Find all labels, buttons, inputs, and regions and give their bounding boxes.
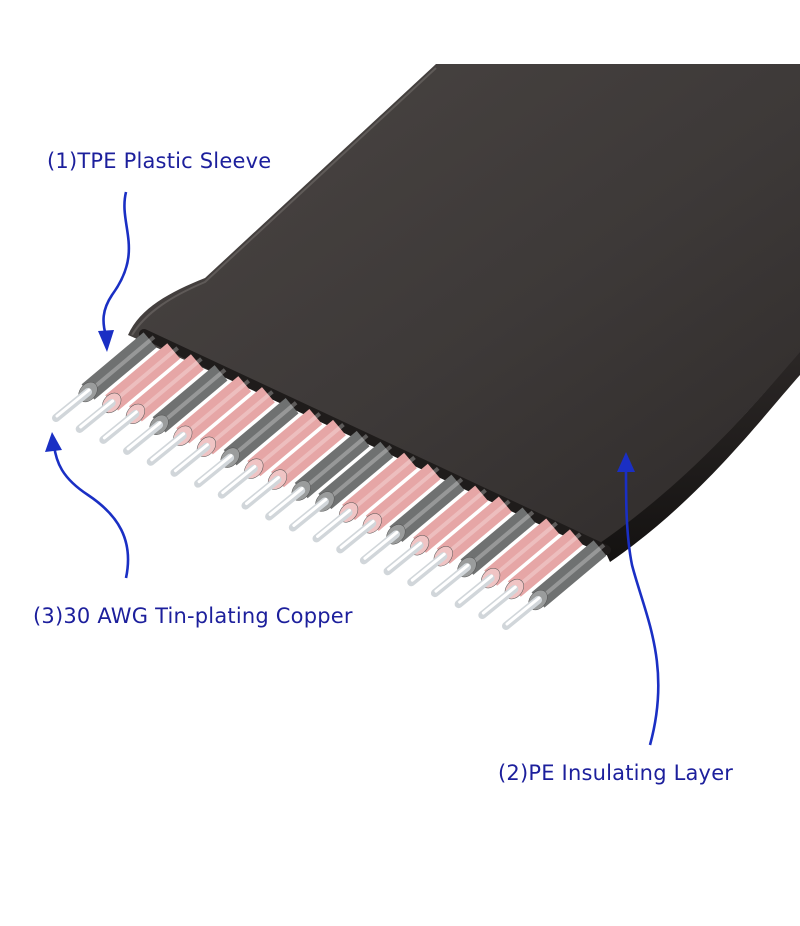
insulator-highlight xyxy=(469,510,535,566)
conductor-18 xyxy=(454,518,560,609)
sleeve-top-face xyxy=(128,64,800,543)
insulator-highlight xyxy=(256,412,322,468)
insulator-highlight xyxy=(540,543,606,599)
pe-insulator xyxy=(318,441,394,510)
conductor-array xyxy=(52,329,611,630)
insulator-highlight xyxy=(303,433,369,490)
insulator-highlight xyxy=(445,499,511,555)
pe-insulator xyxy=(342,452,417,521)
insulator-highlight xyxy=(422,488,487,544)
conductor-2 xyxy=(75,343,181,433)
pe-insulator xyxy=(413,485,489,553)
conductor-12 xyxy=(312,452,417,543)
core-highlight xyxy=(102,410,138,440)
sleeve-side-face xyxy=(600,350,800,562)
conductor-17 xyxy=(430,507,536,598)
core-highlight xyxy=(126,421,162,451)
jacket-cut-edge xyxy=(139,329,611,555)
core-highlight xyxy=(173,443,209,473)
pe-insulator xyxy=(436,496,512,564)
conductor-19 xyxy=(478,529,583,620)
conductor-16 xyxy=(407,496,512,587)
sleeve-edge-highlight xyxy=(131,67,437,336)
core-highlight xyxy=(481,585,517,615)
pe-insulator xyxy=(484,518,560,586)
conductor-11 xyxy=(288,441,394,532)
pe-insulator xyxy=(294,430,370,499)
conductor-6 xyxy=(170,387,275,477)
core-highlight xyxy=(268,487,304,517)
conductor-3 xyxy=(99,354,204,444)
conductor-20 xyxy=(502,540,607,630)
core-highlight xyxy=(434,563,470,593)
core-highlight xyxy=(197,454,233,484)
core-highlight xyxy=(505,596,541,626)
core-highlight xyxy=(387,541,423,571)
core-highlight xyxy=(79,399,115,429)
callout-sleeve-label: (1)TPE Plastic Sleeve xyxy=(47,149,271,173)
insulator-highlight xyxy=(327,444,393,501)
core-highlight xyxy=(410,552,446,582)
pe-insulator xyxy=(152,365,228,433)
pe-insulator xyxy=(81,332,157,400)
core-highlight xyxy=(339,519,375,549)
core-highlight xyxy=(292,497,328,527)
conductor-15 xyxy=(383,485,489,576)
pe-insulator xyxy=(105,343,181,411)
insulator-highlight xyxy=(90,335,156,391)
sleeve-arrowhead xyxy=(98,330,114,352)
pe-insulator xyxy=(223,398,299,466)
insulator-highlight xyxy=(161,368,227,424)
conductor-14 xyxy=(359,474,465,565)
conductor-arrowhead xyxy=(45,432,62,452)
pe-insulator xyxy=(460,507,536,575)
pe-insulator xyxy=(176,376,252,444)
core-highlight xyxy=(363,530,399,560)
insulator-highlight xyxy=(374,466,440,522)
insulator-highlight xyxy=(280,423,345,479)
callout-insulation-label: (2)PE Insulating Layer xyxy=(498,761,733,785)
insulator-highlight xyxy=(232,401,298,457)
pe-insulator xyxy=(531,540,607,608)
conductor-4 xyxy=(123,365,228,455)
conductor-1 xyxy=(52,332,157,422)
core-highlight xyxy=(316,508,352,538)
insulation-arrowhead xyxy=(617,452,635,472)
pe-insulator xyxy=(507,529,583,597)
insulator-highlight xyxy=(351,455,416,511)
sleeve-arrow xyxy=(102,191,131,337)
core-highlight xyxy=(150,432,186,462)
core-highlight xyxy=(221,465,257,495)
core-highlight xyxy=(55,388,91,418)
conductor-arrow xyxy=(52,444,130,579)
conductor-10 xyxy=(265,430,370,521)
insulator-highlight xyxy=(185,379,251,435)
conductor-13 xyxy=(336,463,441,554)
core-highlight xyxy=(458,574,494,604)
conductor-8 xyxy=(217,408,323,499)
pe-insulator xyxy=(199,387,275,455)
pe-insulator xyxy=(128,354,204,422)
insulator-highlight xyxy=(114,346,179,402)
pe-insulator xyxy=(271,419,346,488)
callout-conductor-label: (3)30 AWG Tin-plating Copper xyxy=(33,604,353,628)
pe-insulator xyxy=(365,463,441,532)
insulator-highlight xyxy=(517,532,582,588)
insulator-highlight xyxy=(493,521,558,577)
core-highlight xyxy=(244,476,280,506)
insulator-highlight xyxy=(138,357,203,413)
insulator-highlight xyxy=(209,390,274,446)
pe-insulator xyxy=(247,408,323,477)
insulation-arrow xyxy=(624,469,660,746)
tpe-plastic-sleeve xyxy=(128,64,800,562)
pe-insulator xyxy=(389,474,465,542)
conductor-7 xyxy=(194,398,299,488)
insulator-highlight xyxy=(398,477,464,533)
conductor-9 xyxy=(241,419,346,510)
conductor-5 xyxy=(146,376,252,466)
